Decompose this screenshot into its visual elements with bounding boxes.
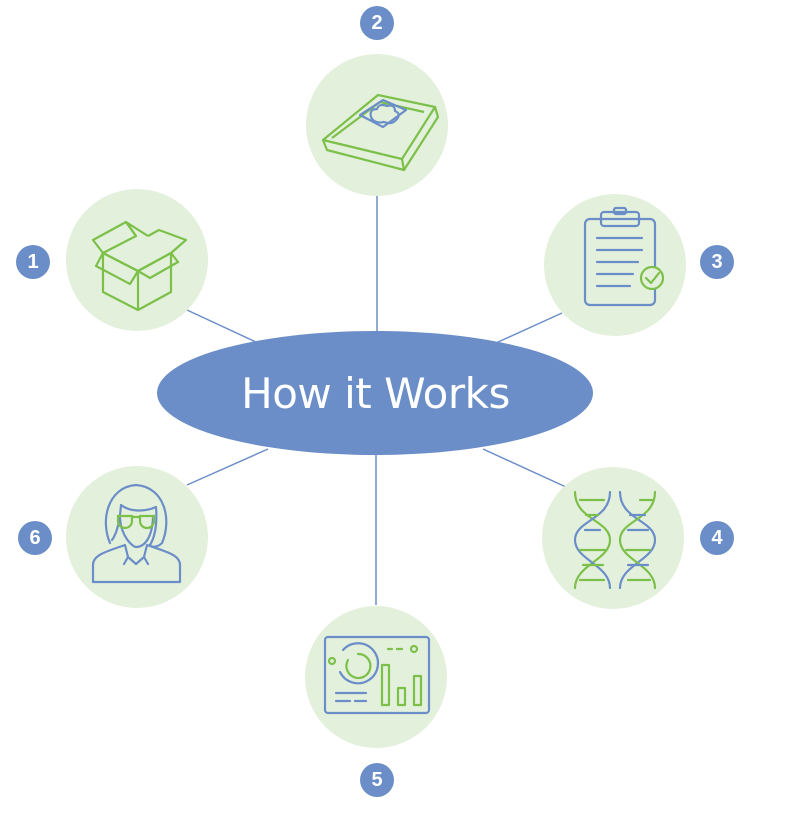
step-1-circle — [66, 189, 208, 331]
connector-3 — [495, 312, 563, 344]
open-box-icon — [91, 220, 188, 312]
connector-6 — [186, 448, 269, 486]
step-5-circle — [305, 606, 447, 748]
sample-kit-icon — [321, 93, 440, 172]
step-6-circle — [66, 466, 208, 608]
step-4-badge — [700, 521, 734, 555]
step-5-badge — [360, 763, 394, 797]
step-3-circle — [544, 194, 686, 336]
step-3-badge — [700, 245, 734, 279]
center-ellipse — [157, 331, 593, 455]
step-4-circle — [542, 467, 684, 609]
dna-icon — [573, 490, 657, 590]
dashboard-report-icon — [323, 635, 431, 715]
step-1-badge — [16, 245, 50, 279]
clipboard-check-icon — [583, 206, 665, 307]
glasses-icon — [116, 514, 156, 530]
connectors — [186, 196, 567, 605]
connector-4 — [482, 448, 567, 488]
step-2-badge — [360, 6, 394, 40]
badges — [16, 6, 734, 797]
connector-1 — [186, 309, 259, 344]
step-6-badge — [18, 521, 52, 555]
